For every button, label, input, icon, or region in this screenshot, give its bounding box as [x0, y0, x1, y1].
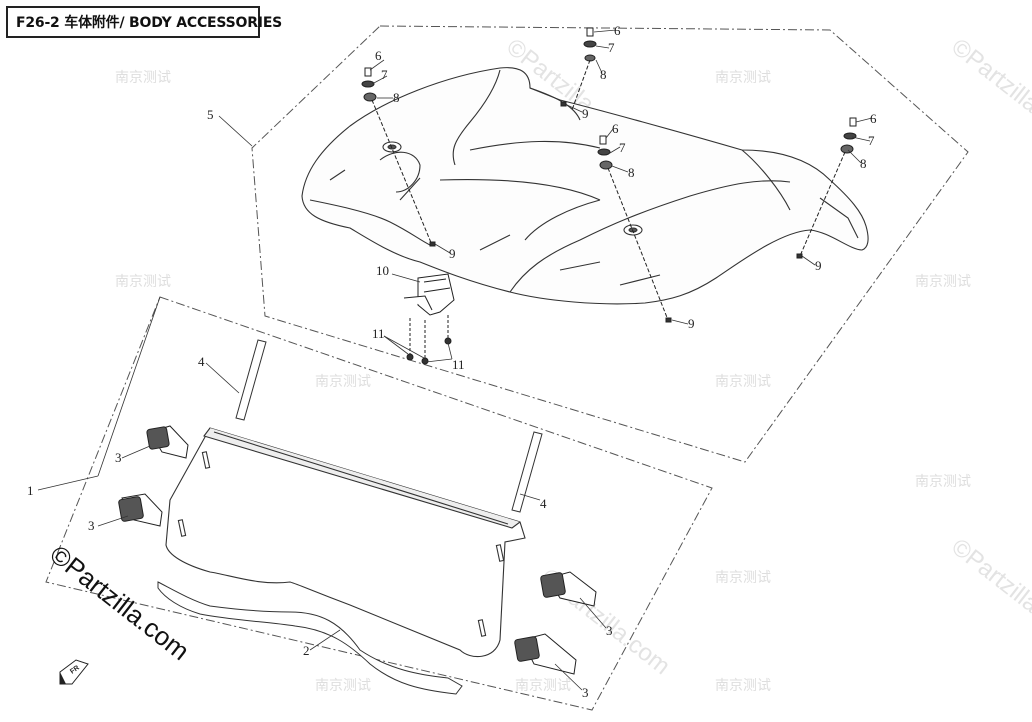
fastener-stack — [361, 67, 436, 247]
callout-11: 11 — [372, 326, 385, 341]
group-boundary-upper — [251, 25, 969, 463]
watermark-stamp: 南京测试 — [115, 69, 171, 85]
watermark-stamp: 南京测试 — [915, 273, 971, 289]
watermark-stamp: 南京测试 — [715, 373, 771, 389]
windscreen-panel — [165, 427, 526, 658]
callout-3: 3 — [115, 450, 122, 465]
group-boundary-lower — [45, 296, 713, 711]
clamp — [514, 633, 577, 675]
callout-4: 4 — [540, 496, 547, 511]
callout-5: 5 — [207, 107, 214, 122]
callout-2: 2 — [303, 643, 310, 658]
clamp — [540, 571, 597, 607]
seal-strip — [157, 581, 463, 695]
leader-lines — [37, 29, 873, 691]
callout-7: 7 — [608, 40, 615, 55]
watermark-stamp: 南京测试 — [315, 373, 371, 389]
callout-9: 9 — [449, 246, 456, 261]
callout-6: 6 — [870, 111, 877, 126]
callout-8: 8 — [628, 165, 635, 180]
callout-6: 6 — [614, 23, 621, 38]
brand-watermark: ©Partzilla.com — [44, 539, 195, 666]
forward-arrow-icon: FR — [59, 659, 89, 685]
callout-4: 4 — [198, 354, 205, 369]
watermark-stamp: 南京测试 — [715, 569, 771, 585]
callout-6: 6 — [375, 48, 382, 63]
watermark-stamp: 南京测试 — [315, 677, 371, 693]
callout-7: 7 — [381, 67, 388, 82]
watermark-stamp: 南京测试 — [915, 473, 971, 489]
callout-9: 9 — [688, 316, 695, 331]
watermark-mark: ©Partzilla.com — [946, 33, 1032, 150]
diagram-title: F26-2 车体附件/ BODY ACCESSORIES — [16, 15, 283, 31]
callout-9: 9 — [582, 106, 589, 121]
fastener-stack — [560, 27, 597, 111]
callout-6: 6 — [612, 121, 619, 136]
callout-8: 8 — [600, 67, 607, 82]
posts — [235, 339, 543, 513]
callout-8: 8 — [393, 90, 400, 105]
callout-3: 3 — [582, 685, 589, 700]
watermark-mark: ©Partzilla.com — [946, 533, 1032, 650]
watermark-stamp: 南京测试 — [715, 69, 771, 85]
callout-1: 1 — [27, 483, 34, 498]
rear-fender-panel — [301, 67, 869, 305]
callout-10: 10 — [376, 263, 389, 278]
callout-labels: 5 6 7 8 6 7 8 9 6 7 8 9 9 6 7 8 9 10 11 … — [27, 23, 877, 700]
clamp — [146, 425, 189, 459]
callout-3: 3 — [88, 518, 95, 533]
callout-7: 7 — [868, 133, 875, 148]
diagram-title-box: F26-2 车体附件/ BODY ACCESSORIES — [6, 6, 282, 38]
callout-3: 3 — [606, 623, 613, 638]
callout-8: 8 — [860, 156, 867, 171]
clamp — [118, 493, 163, 527]
fasteners — [361, 27, 857, 323]
callout-9: 9 — [815, 258, 822, 273]
watermark-stamp: 南京测试 — [715, 677, 771, 693]
callout-7: 7 — [619, 140, 626, 155]
watermark-stamp: 南京测试 — [515, 677, 571, 693]
clamps — [118, 425, 597, 675]
callout-11: 11 — [452, 357, 465, 372]
bracket-assembly — [403, 273, 455, 365]
fastener-stack — [597, 135, 672, 323]
orientation-label: FR — [69, 665, 81, 676]
watermark-stamp: 南京测试 — [115, 273, 171, 289]
